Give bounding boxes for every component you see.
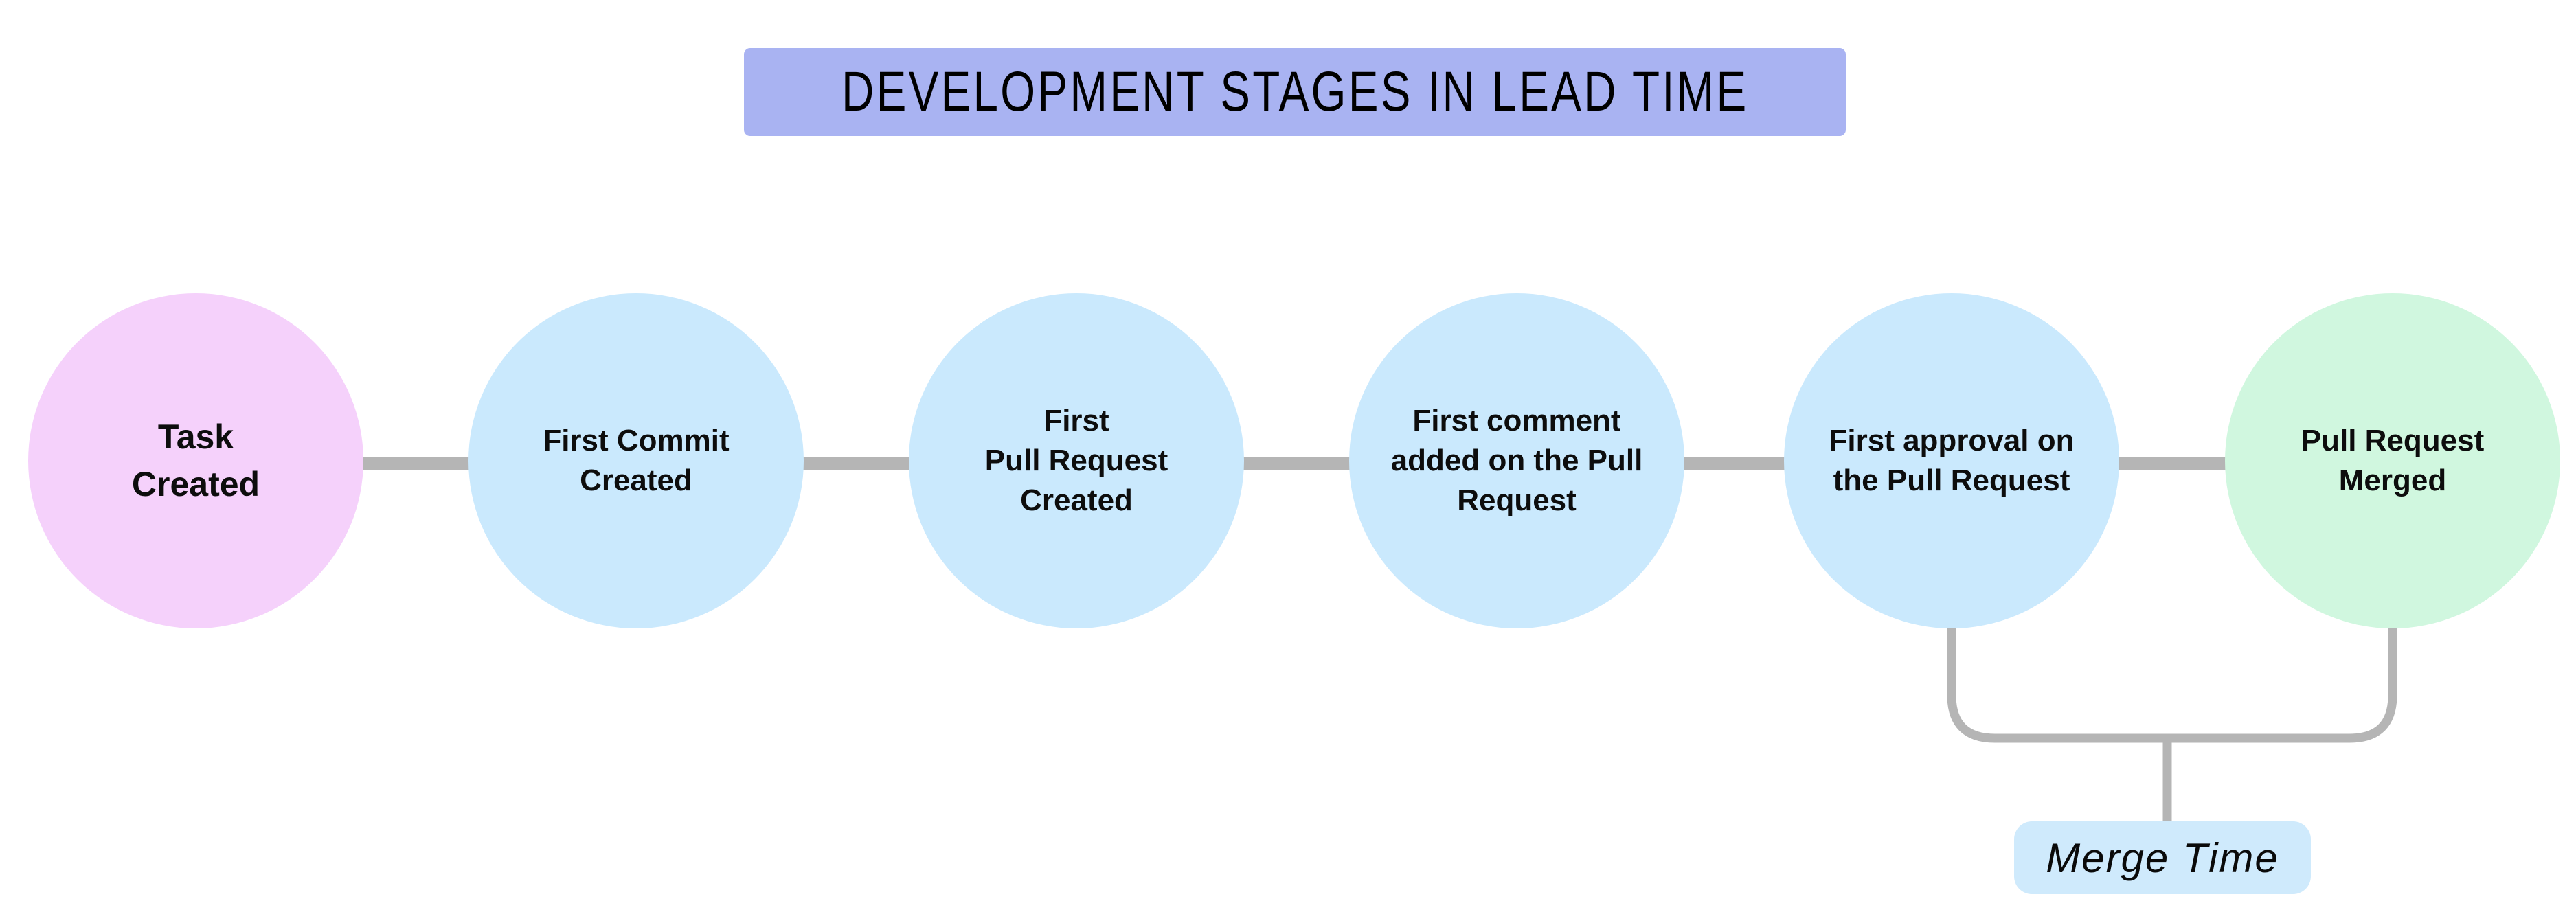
stage-label-line: Merged — [2338, 464, 2447, 497]
stage-first-pull-request-created: First Pull Request Created — [909, 293, 1244, 628]
diagram-title-banner: DEVELOPMENT STAGES IN LEAD TIME — [744, 48, 1846, 136]
stage-label: First Pull Request Created — [985, 401, 1168, 521]
stage-label: Task Created — [132, 413, 260, 508]
stage-first-approval: First approval on the Pull Request — [1784, 293, 2119, 628]
stage-label-line: Request — [1457, 483, 1577, 518]
stage-first-comment-added: First comment added on the Pull Request — [1349, 293, 1684, 628]
stage-label-line: First Commit — [543, 423, 730, 457]
stage-label-line: First comment — [1412, 403, 1621, 437]
stage-label: Pull Request Merged — [2301, 421, 2485, 501]
stage-label-line: Created — [131, 465, 260, 503]
stage-label: First approval on the Pull Request — [1829, 421, 2075, 501]
stage-label: First Commit Created — [543, 421, 729, 501]
stage-label-line: Created — [1020, 483, 1133, 518]
stage-label-line: First — [1043, 403, 1109, 437]
stage-label-line: Pull Request — [2301, 423, 2485, 457]
stage-task-created: Task Created — [28, 293, 363, 628]
stage-label-line: Pull Request — [984, 443, 1168, 477]
stage-label-line: added on the Pull — [1390, 443, 1643, 477]
stage-first-commit-created: First Commit Created — [468, 293, 804, 628]
stage-label-line: First approval on — [1829, 423, 2075, 457]
merge-time-label: Merge Time — [2014, 821, 2311, 894]
merge-time-bracket — [1947, 620, 2397, 743]
stage-label-line: Task — [157, 418, 234, 456]
stage-label: First comment added on the Pull Request — [1391, 401, 1643, 521]
diagram-title: DEVELOPMENT STAGES IN LEAD TIME — [841, 60, 1749, 123]
stage-label-line: the Pull Request — [1833, 464, 2070, 497]
stage-label-line: Created — [580, 464, 692, 497]
merge-time-text: Merge Time — [2046, 834, 2279, 881]
stage-pull-request-merged: Pull Request Merged — [2225, 293, 2560, 628]
